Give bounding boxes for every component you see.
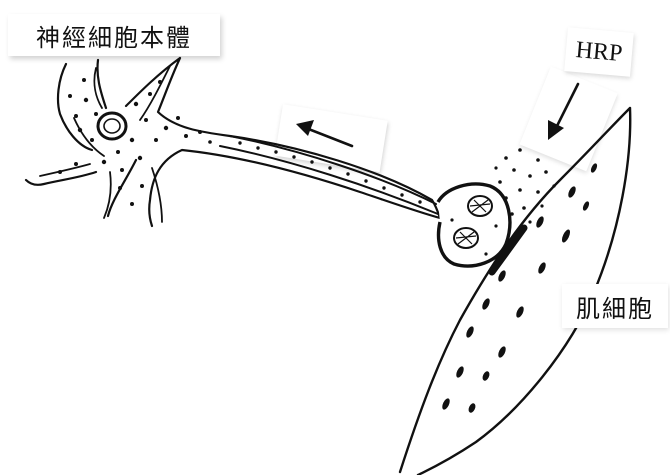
neuron-nucleus bbox=[98, 113, 126, 139]
hrp-label: HRP bbox=[564, 27, 634, 77]
muscle-cell-label: 肌細胞 bbox=[562, 284, 668, 328]
axon-terminal bbox=[438, 184, 524, 272]
neuron-cell-body-label: 神經細胞本體 bbox=[8, 14, 220, 56]
tracer-arrow-note bbox=[519, 66, 617, 171]
